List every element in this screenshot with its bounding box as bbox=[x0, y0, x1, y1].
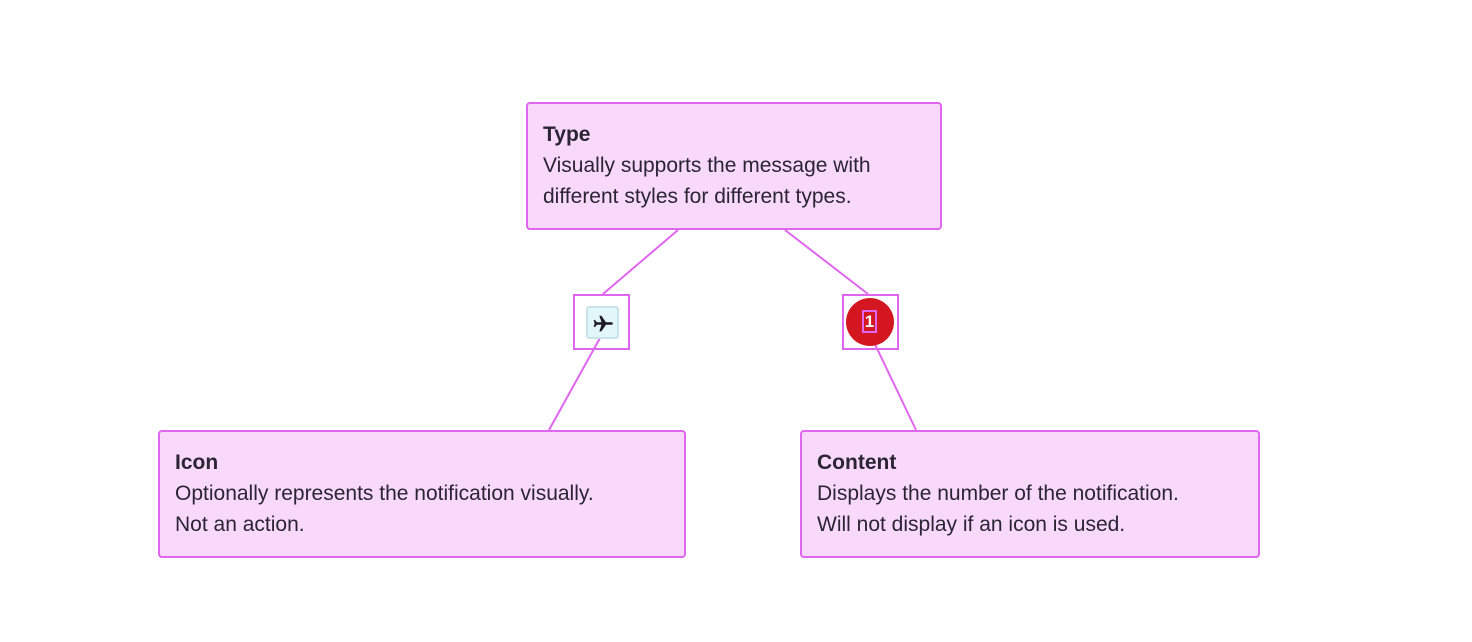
count-content-highlight: 1 bbox=[862, 310, 877, 333]
icon-notification-badge bbox=[586, 306, 619, 339]
airplane-icon bbox=[593, 315, 613, 332]
callout-icon-title: Icon bbox=[175, 451, 219, 474]
badge-highlight-box bbox=[842, 294, 899, 350]
callout-type-title: Type bbox=[543, 123, 591, 146]
icon-highlight-box bbox=[573, 294, 630, 350]
callout-content-title: Content bbox=[817, 451, 897, 474]
callout-type-line-2: different styles for different types. bbox=[543, 185, 852, 208]
count-notification-badge: 1 bbox=[846, 298, 894, 346]
connector-icon-to-callout bbox=[548, 337, 601, 431]
connector-type-to-icon bbox=[602, 229, 679, 295]
callout-type: Type Visually supports the message with … bbox=[526, 102, 942, 230]
callout-icon-line-1: Optionally represents the notification v… bbox=[175, 482, 594, 505]
callout-content: Content Displays the number of the notif… bbox=[800, 430, 1260, 558]
callout-type-line-1: Visually supports the message with bbox=[543, 154, 871, 177]
callout-icon: Icon Optionally represents the notificat… bbox=[158, 430, 686, 558]
callout-icon-line-2: Not an action. bbox=[175, 513, 305, 536]
badge-count: 1 bbox=[864, 312, 875, 331]
callout-content-line-2: Will not display if an icon is used. bbox=[817, 513, 1126, 536]
connector-badge-to-callout bbox=[870, 335, 917, 431]
connector-type-to-badge bbox=[784, 229, 869, 295]
callout-content-line-1: Displays the number of the notification. bbox=[817, 482, 1179, 505]
